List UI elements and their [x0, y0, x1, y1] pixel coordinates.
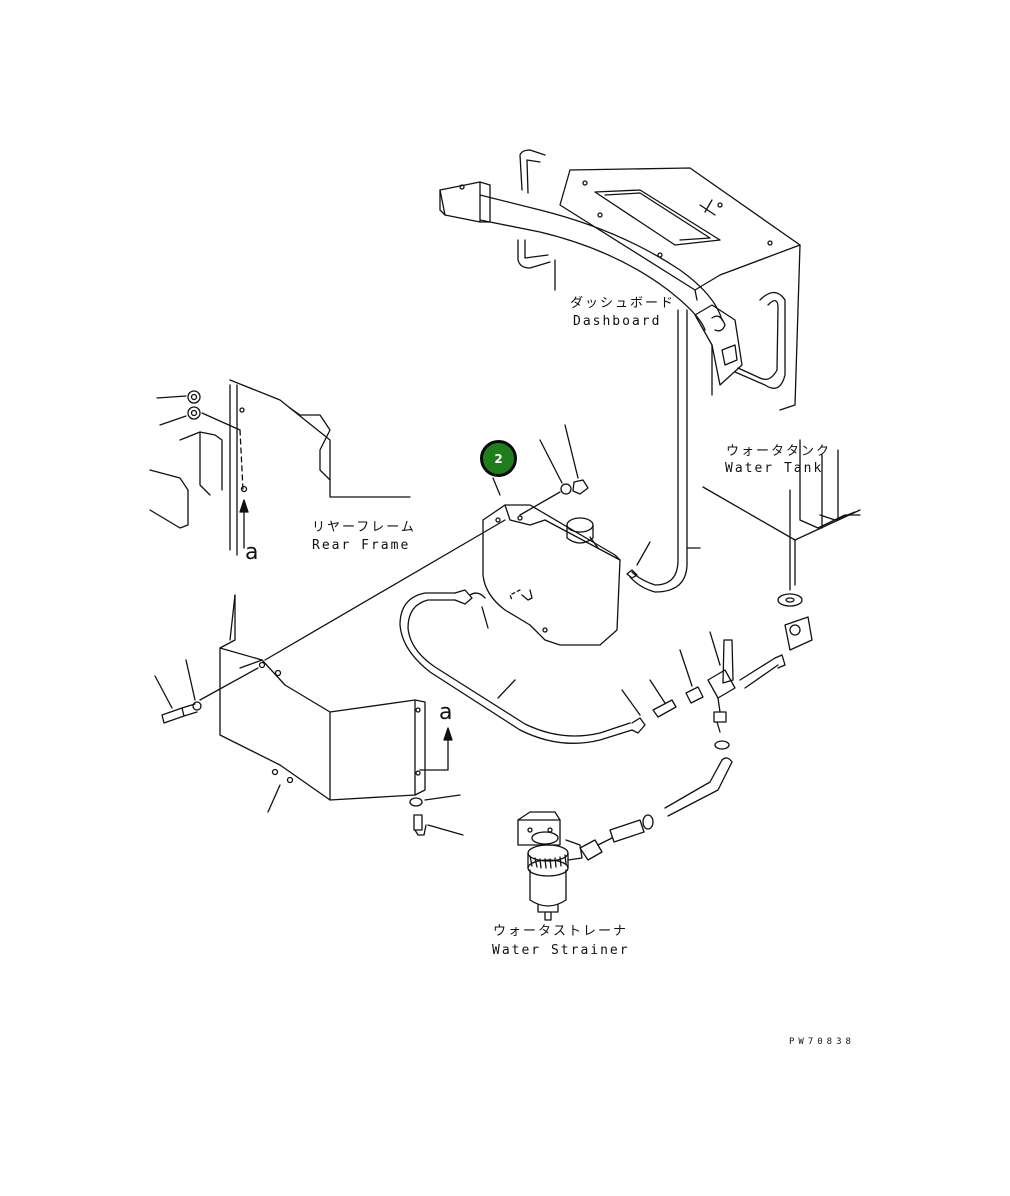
view-a-marker-bottom: a [439, 700, 453, 725]
dashboard-label-jp: ダッシュボード [570, 296, 676, 311]
water-tank-label-jp: ウォータタンク [726, 444, 832, 459]
rear-frame-drawing [149, 379, 411, 556]
hose-lines [399, 309, 813, 861]
document-number: PW70838 [789, 1037, 855, 1047]
water-strainer-label-jp: ウォータストレーナ [493, 924, 629, 939]
rear-frame-label-jp: リヤーフレーム [312, 520, 416, 535]
water-tank-outline [702, 439, 861, 607]
water-strainer-label-en: Water Strainer [492, 943, 630, 958]
rear-frame-label-en: Rear Frame [312, 538, 411, 553]
cover-plate [154, 519, 506, 836]
dashboard-label-en: Dashboard [573, 314, 662, 329]
water-strainer-drawing [517, 811, 583, 921]
water-tank-label-en: Water Tank [725, 461, 824, 476]
view-a-marker-top: a [245, 540, 259, 565]
water-tank-part [482, 424, 621, 646]
part-callout-2[interactable]: 2 [480, 440, 517, 477]
dashboard-drawing [439, 149, 801, 411]
